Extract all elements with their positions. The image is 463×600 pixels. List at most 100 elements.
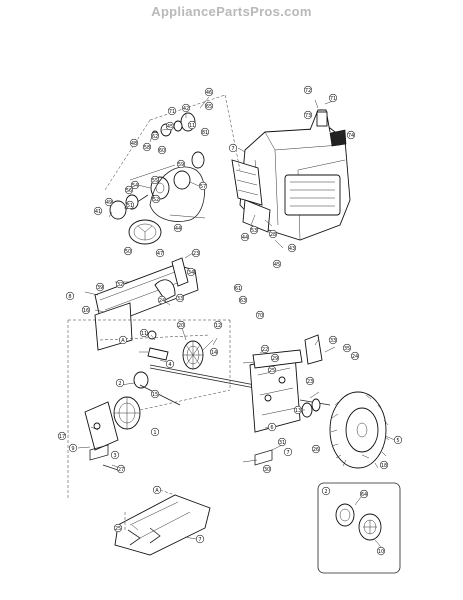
callout-22: 22 — [260, 344, 270, 354]
svg-text:73: 73 — [305, 113, 311, 119]
callout-57: 57 — [198, 181, 208, 191]
svg-text:29: 29 — [272, 356, 278, 362]
svg-text:74: 74 — [348, 133, 354, 139]
svg-text:20: 20 — [178, 323, 184, 329]
svg-text:42: 42 — [183, 106, 189, 112]
callout-8: 8 — [65, 291, 75, 301]
svg-text:30: 30 — [264, 467, 270, 473]
callout-29: 29 — [270, 353, 280, 363]
svg-text:34: 34 — [188, 270, 194, 276]
callout-25b: 25 — [113, 523, 123, 533]
svg-text:3: 3 — [113, 453, 116, 459]
svg-text:10: 10 — [378, 549, 384, 555]
callout-71b: 71 — [328, 93, 338, 103]
bottom-shroud — [114, 489, 211, 556]
callout-35: 35 — [342, 343, 352, 353]
callout-62: 62 — [150, 131, 160, 141]
callout-14: 14 — [209, 347, 219, 357]
callout-3: 3 — [110, 450, 120, 460]
svg-text:24: 24 — [352, 354, 358, 360]
callout-24: 24 — [157, 295, 167, 305]
callout-46: 46 — [204, 87, 214, 97]
callout-50: 50 — [123, 246, 133, 256]
callout-44: 44 — [173, 223, 183, 233]
svg-text:26: 26 — [313, 447, 319, 453]
svg-text:9: 9 — [71, 446, 74, 452]
callout-11b: 11 — [139, 328, 149, 338]
svg-text:25: 25 — [269, 368, 275, 374]
svg-text:25: 25 — [115, 526, 121, 532]
auger-impeller-parts — [84, 330, 256, 471]
svg-text:31: 31 — [279, 440, 285, 446]
svg-text:53: 53 — [251, 228, 257, 234]
callout-7: 7 — [228, 143, 238, 153]
callout-9: 9 — [68, 443, 78, 453]
inset-detail-box — [317, 482, 401, 574]
callout-48: 48 — [129, 138, 139, 148]
svg-text:11: 11 — [189, 123, 195, 129]
svg-text:23: 23 — [193, 251, 199, 257]
svg-text:64: 64 — [361, 492, 367, 498]
svg-text:2: 2 — [324, 489, 327, 495]
svg-text:56: 56 — [126, 188, 132, 194]
callout-4: 4 — [165, 359, 175, 369]
callout-70: 70 — [255, 310, 265, 320]
svg-text:22: 22 — [262, 347, 268, 353]
callout-51: 51 — [125, 200, 135, 210]
svg-text:7: 7 — [286, 450, 289, 456]
callout-27: 27 — [116, 464, 126, 474]
svg-text:8: 8 — [68, 294, 71, 300]
svg-text:33: 33 — [177, 296, 183, 302]
callout-31: 31 — [277, 437, 287, 447]
callout-81: 81 — [200, 127, 210, 137]
svg-text:13: 13 — [295, 408, 301, 414]
svg-text:4: 4 — [168, 362, 171, 368]
svg-text:14: 14 — [211, 350, 217, 356]
auger-housing-frame — [67, 257, 231, 500]
svg-text:41: 41 — [95, 209, 101, 215]
callout-45b: 45 — [272, 259, 282, 269]
callout-45: 45 — [165, 121, 175, 131]
callout-55: 55 — [150, 175, 160, 185]
callout-58: 58 — [142, 142, 152, 152]
svg-text:27: 27 — [118, 467, 124, 473]
svg-text:50: 50 — [125, 249, 131, 255]
callout-56: 56 — [124, 185, 134, 195]
callout-52: 52 — [151, 194, 161, 204]
svg-text:43: 43 — [289, 246, 295, 252]
svg-text:49: 49 — [106, 200, 112, 206]
callout-44b: 44 — [240, 232, 250, 242]
svg-text:17: 17 — [59, 434, 65, 440]
svg-text:71: 71 — [330, 96, 336, 102]
callout-2: 2 — [115, 378, 125, 388]
callout-73: 73 — [303, 110, 313, 120]
callout-60: 60 — [157, 145, 167, 155]
callout-47: 47 — [155, 248, 165, 258]
callout-7c: 7 — [195, 534, 205, 544]
svg-text:51: 51 — [127, 203, 133, 209]
svg-text:52: 52 — [153, 197, 159, 203]
svg-text:23: 23 — [307, 379, 313, 385]
svg-text:70: 70 — [257, 313, 263, 319]
svg-text:54: 54 — [132, 183, 138, 189]
callout-63: 63 — [238, 295, 248, 305]
svg-text:12: 12 — [215, 323, 221, 329]
callout-A-bottom: A — [152, 485, 162, 495]
callout-33: 33 — [175, 293, 185, 303]
callout-65: 65 — [204, 101, 214, 111]
callout-61: 61 — [233, 283, 243, 293]
callout-34: 34 — [186, 267, 196, 277]
leader-lines — [77, 96, 396, 548]
svg-text:58: 58 — [144, 145, 150, 151]
callout-25: 25 — [267, 365, 277, 375]
svg-text:44: 44 — [242, 235, 248, 241]
svg-text:7: 7 — [198, 537, 201, 543]
svg-text:81: 81 — [202, 130, 208, 136]
svg-text:1: 1 — [153, 430, 156, 436]
belt-pulley-assembly — [104, 94, 241, 245]
svg-text:46: 46 — [206, 90, 212, 96]
svg-text:45: 45 — [274, 262, 280, 268]
callout-28: 28 — [268, 229, 278, 239]
svg-text:32: 32 — [117, 282, 123, 288]
svg-text:A: A — [121, 338, 125, 344]
